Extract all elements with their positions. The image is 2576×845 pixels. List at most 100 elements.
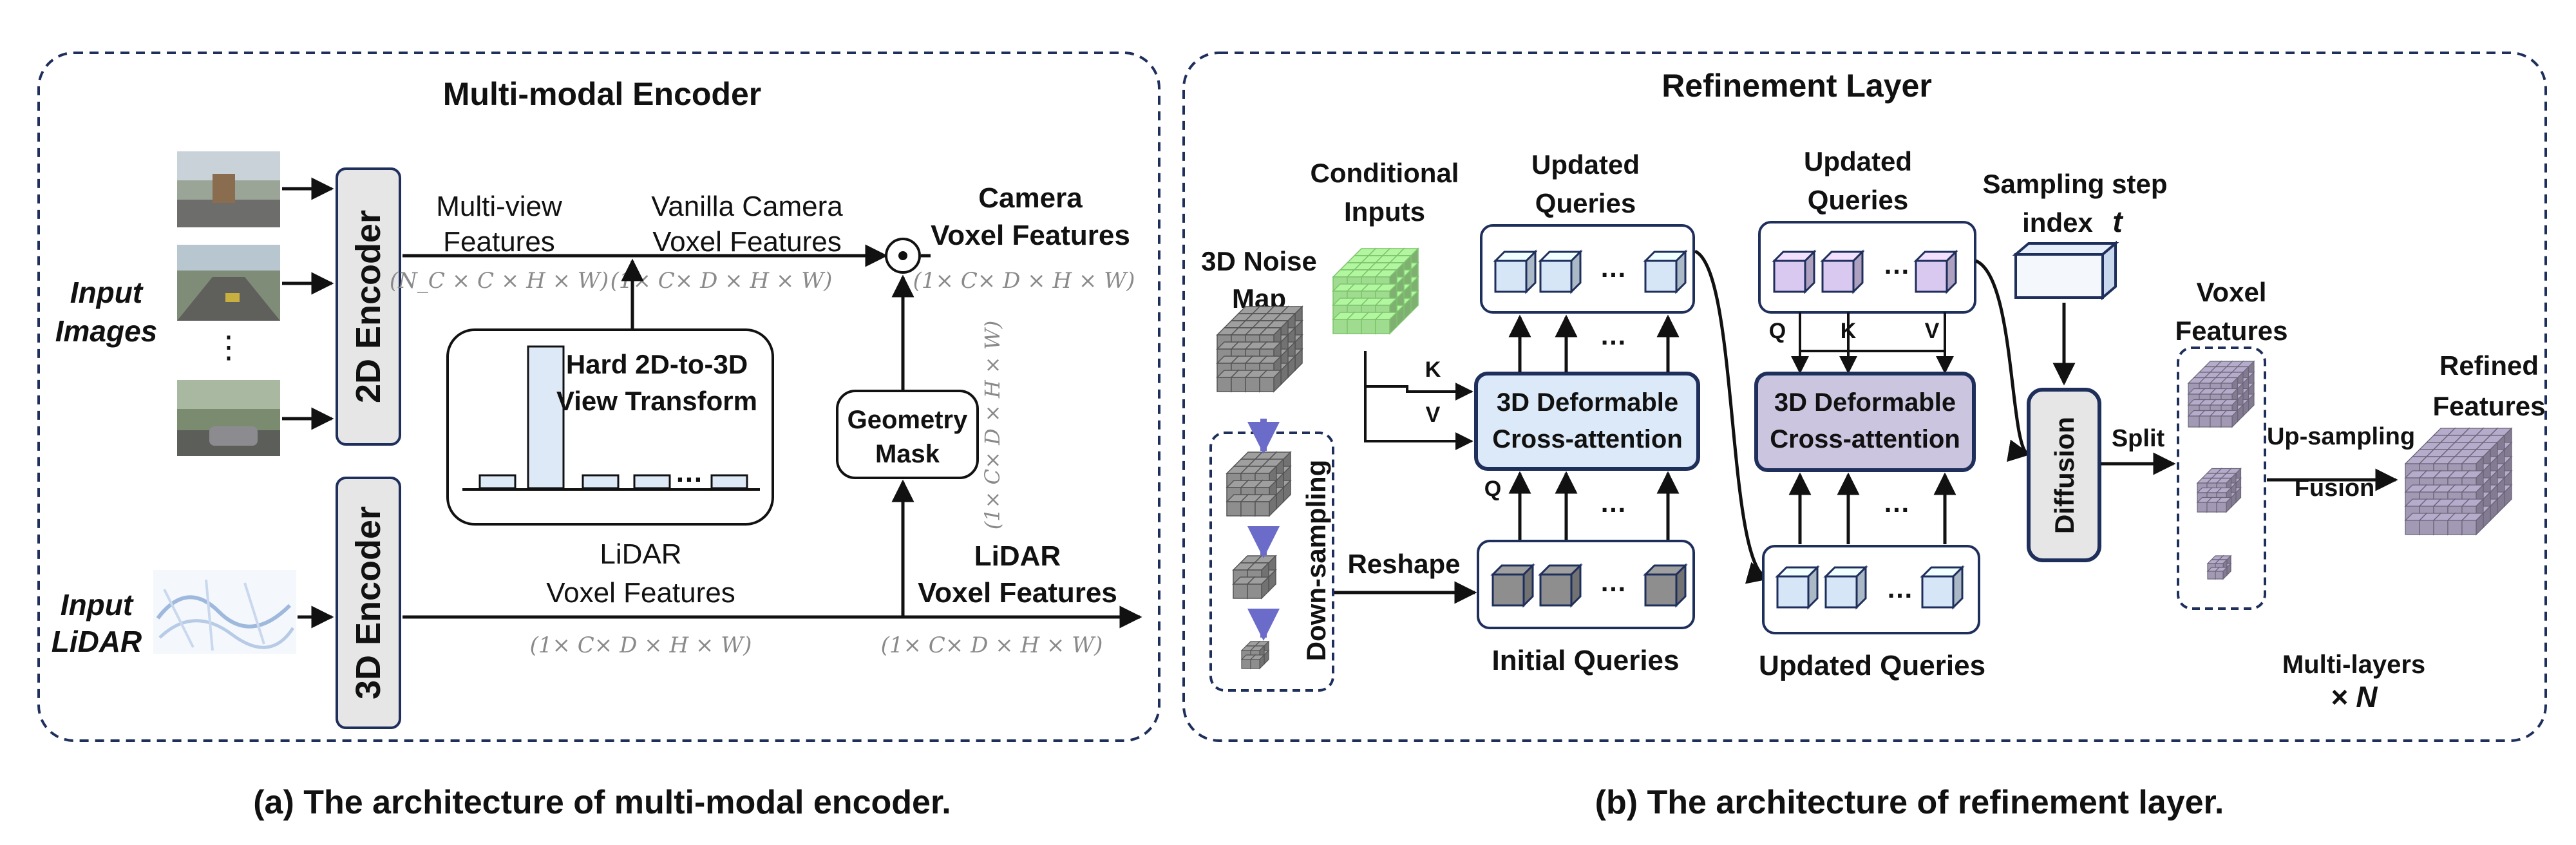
- deform-2-label-2: Cross-attention: [1770, 425, 1960, 453]
- refined-voxel-cell-front: [2419, 520, 2434, 535]
- lidar-voxel-b-label-1: LiDAR: [974, 540, 1061, 572]
- uq2-to-diffusion-arrow: [1975, 259, 2031, 462]
- uqb-cube-2-front: [1824, 575, 1858, 609]
- lidar-voxel-b-dim: (1× C× D × H × W): [881, 632, 1103, 658]
- initial-queries-cubes: [1490, 563, 1688, 608]
- sampling-label-2: index: [2022, 207, 2093, 238]
- uq1-cube-3-front: [1644, 260, 1678, 293]
- uq2-cube-3-front: [1915, 260, 1948, 293]
- vf2-voxel-cell-front: [2206, 502, 2217, 513]
- down3-voxel-cell-front: [1241, 659, 1251, 669]
- camera-image-2: [177, 245, 280, 321]
- geometry-mask-dim: (1× C× D × H × W): [980, 321, 1005, 530]
- cond-k-line: [1364, 351, 1473, 450]
- encoder-2d-label: 2D Encoder: [349, 210, 388, 403]
- vanilla-label-1: Vanilla Camera: [651, 191, 843, 222]
- panel-b-border: [1182, 52, 2547, 742]
- vf1-voxel-cell-front: [2199, 415, 2211, 428]
- deform-1-label-2: Cross-attention: [1492, 425, 1683, 453]
- deform-2-label-1: 3D Deformable: [1774, 388, 1956, 417]
- camera-voxel-dim: (1× C× D × H × W): [913, 268, 1135, 294]
- uqb-cube-1-front: [1776, 575, 1810, 609]
- cond-voxel-cell-front: [1347, 319, 1362, 334]
- iq-cube-2-front: [1539, 573, 1573, 607]
- vf1-voxel-cell-front: [2188, 415, 2200, 428]
- noise-voxel-cell-front: [1231, 377, 1246, 392]
- updated-queries-1-box: [1480, 224, 1695, 314]
- d2-in-ellipsis: …: [1883, 488, 1910, 518]
- encoder-2d: 2D Encoder: [336, 167, 401, 446]
- sampling-label-1: Sampling step: [1982, 169, 2167, 199]
- updated-queries-2-label-1: Updated: [1804, 146, 1912, 176]
- updated-queries-bottom-cubes: [1775, 565, 1965, 610]
- input-images-label-2: Images: [55, 314, 158, 348]
- deform-attention-2: 3D Deformable Cross-attention: [1754, 372, 1976, 472]
- down2-voxel-cell-front: [1247, 584, 1262, 599]
- cond-v-line: [1365, 383, 1473, 401]
- lidar-pointcloud-image: [153, 570, 296, 654]
- v-label-2: V: [1925, 319, 1940, 343]
- cond-voxel-cell-front: [1332, 319, 1348, 334]
- conditional-label-1: Conditional: [1311, 158, 1459, 188]
- updated-queries-2-cubes: [1772, 249, 1958, 294]
- view-transform-dots: …: [675, 457, 703, 488]
- noise-voxel-cell-front: [1217, 377, 1232, 392]
- deform-attention-1: 3D Deformable Cross-attention: [1474, 372, 1700, 471]
- panel-b: Refinement Layer 3D Noise Map Down-sampl…: [1182, 52, 2547, 742]
- image-ellipsis: ⋮: [213, 330, 244, 365]
- multilayers-label: Multi-layers: [2282, 650, 2425, 679]
- times-n-label: × N: [2331, 680, 2378, 714]
- initial-queries-label: Initial Queries: [1492, 645, 1680, 676]
- voxel-features-box: [2177, 347, 2266, 610]
- q-label-1: Q: [1484, 477, 1501, 501]
- down-cube-1: [1226, 451, 1292, 517]
- uq1-arrow-ellipsis: …: [1600, 320, 1627, 350]
- fusion-label: Fusion: [2295, 475, 2375, 502]
- initial-queries-box: [1477, 540, 1695, 629]
- v-label-1: V: [1426, 403, 1441, 427]
- upsampling-label: Up-sampling: [2267, 423, 2415, 450]
- depth-bar-4: [633, 474, 671, 489]
- diffusion-box: Diffusion: [2027, 388, 2101, 562]
- refined-label-2: Features: [2432, 391, 2545, 421]
- vf1-voxel-cell-front: [2210, 415, 2222, 428]
- vf2-voxel-cell-front: [2216, 502, 2227, 513]
- lidar-voxel-a-dim: (1× C× D × H × W): [530, 632, 752, 658]
- geometry-mask-box: Geometry Mask: [836, 390, 979, 479]
- conditional-label-2: Inputs: [1344, 196, 1425, 227]
- sampling-step-box: [2012, 240, 2119, 301]
- uq1-to-bottom-arrow: [1694, 249, 1770, 584]
- panel-b-caption: (b) The architecture of refinement layer…: [1595, 784, 2224, 821]
- multiview-label-1: Multi-view: [436, 191, 562, 222]
- multiview-label-2: Features: [443, 226, 555, 258]
- updated-queries-1-label-2: Queries: [1535, 188, 1636, 218]
- camera-voxel-label-2: Voxel Features: [931, 220, 1130, 251]
- lidar-voxel-a-label-2: Voxel Features: [546, 577, 735, 609]
- panel-a-caption: (a) The architecture of multi-modal enco…: [253, 784, 951, 821]
- d1-in-ellipsis: …: [1600, 488, 1627, 518]
- multiview-dim: (N_C × C × H × W): [390, 268, 609, 294]
- downsampling-box: Down-sampling: [1209, 432, 1334, 692]
- k-label-2: K: [1841, 319, 1857, 343]
- sampling-t: t: [2112, 205, 2123, 238]
- reshape-label: Reshape: [1347, 549, 1460, 579]
- camera-image-1: [177, 151, 280, 227]
- geometry-mask-label-2: Mask: [875, 440, 940, 468]
- uq2-ellipsis: …: [1883, 249, 1910, 280]
- panel-b-title: Refinement Layer: [1662, 68, 1932, 104]
- voxel-feature-cube-medium: [2196, 468, 2242, 513]
- camera-voxel-label-1: Camera: [978, 182, 1083, 214]
- down-cube-3: [1240, 640, 1270, 670]
- conditional-input-cube: [1332, 247, 1419, 335]
- updated-queries-1-label-1: Updated: [1531, 149, 1640, 180]
- down2-voxel-cell-front: [1233, 584, 1248, 599]
- geometry-mask-label-1: Geometry: [848, 406, 968, 434]
- vanilla-dim: (1× C× D × H × W): [611, 268, 833, 294]
- uq2-cube-2-front: [1821, 260, 1855, 293]
- split-label: Split: [2112, 425, 2165, 452]
- panel-a: Multi-modal Encoder Input Images ⋮: [37, 52, 1160, 742]
- input-lidar-label-2: LiDAR: [52, 625, 142, 658]
- lidar-voxel-b-label-2: Voxel Features: [918, 577, 1117, 609]
- depth-bar-5: [710, 474, 748, 489]
- deform-1-label-1: 3D Deformable: [1497, 388, 1678, 417]
